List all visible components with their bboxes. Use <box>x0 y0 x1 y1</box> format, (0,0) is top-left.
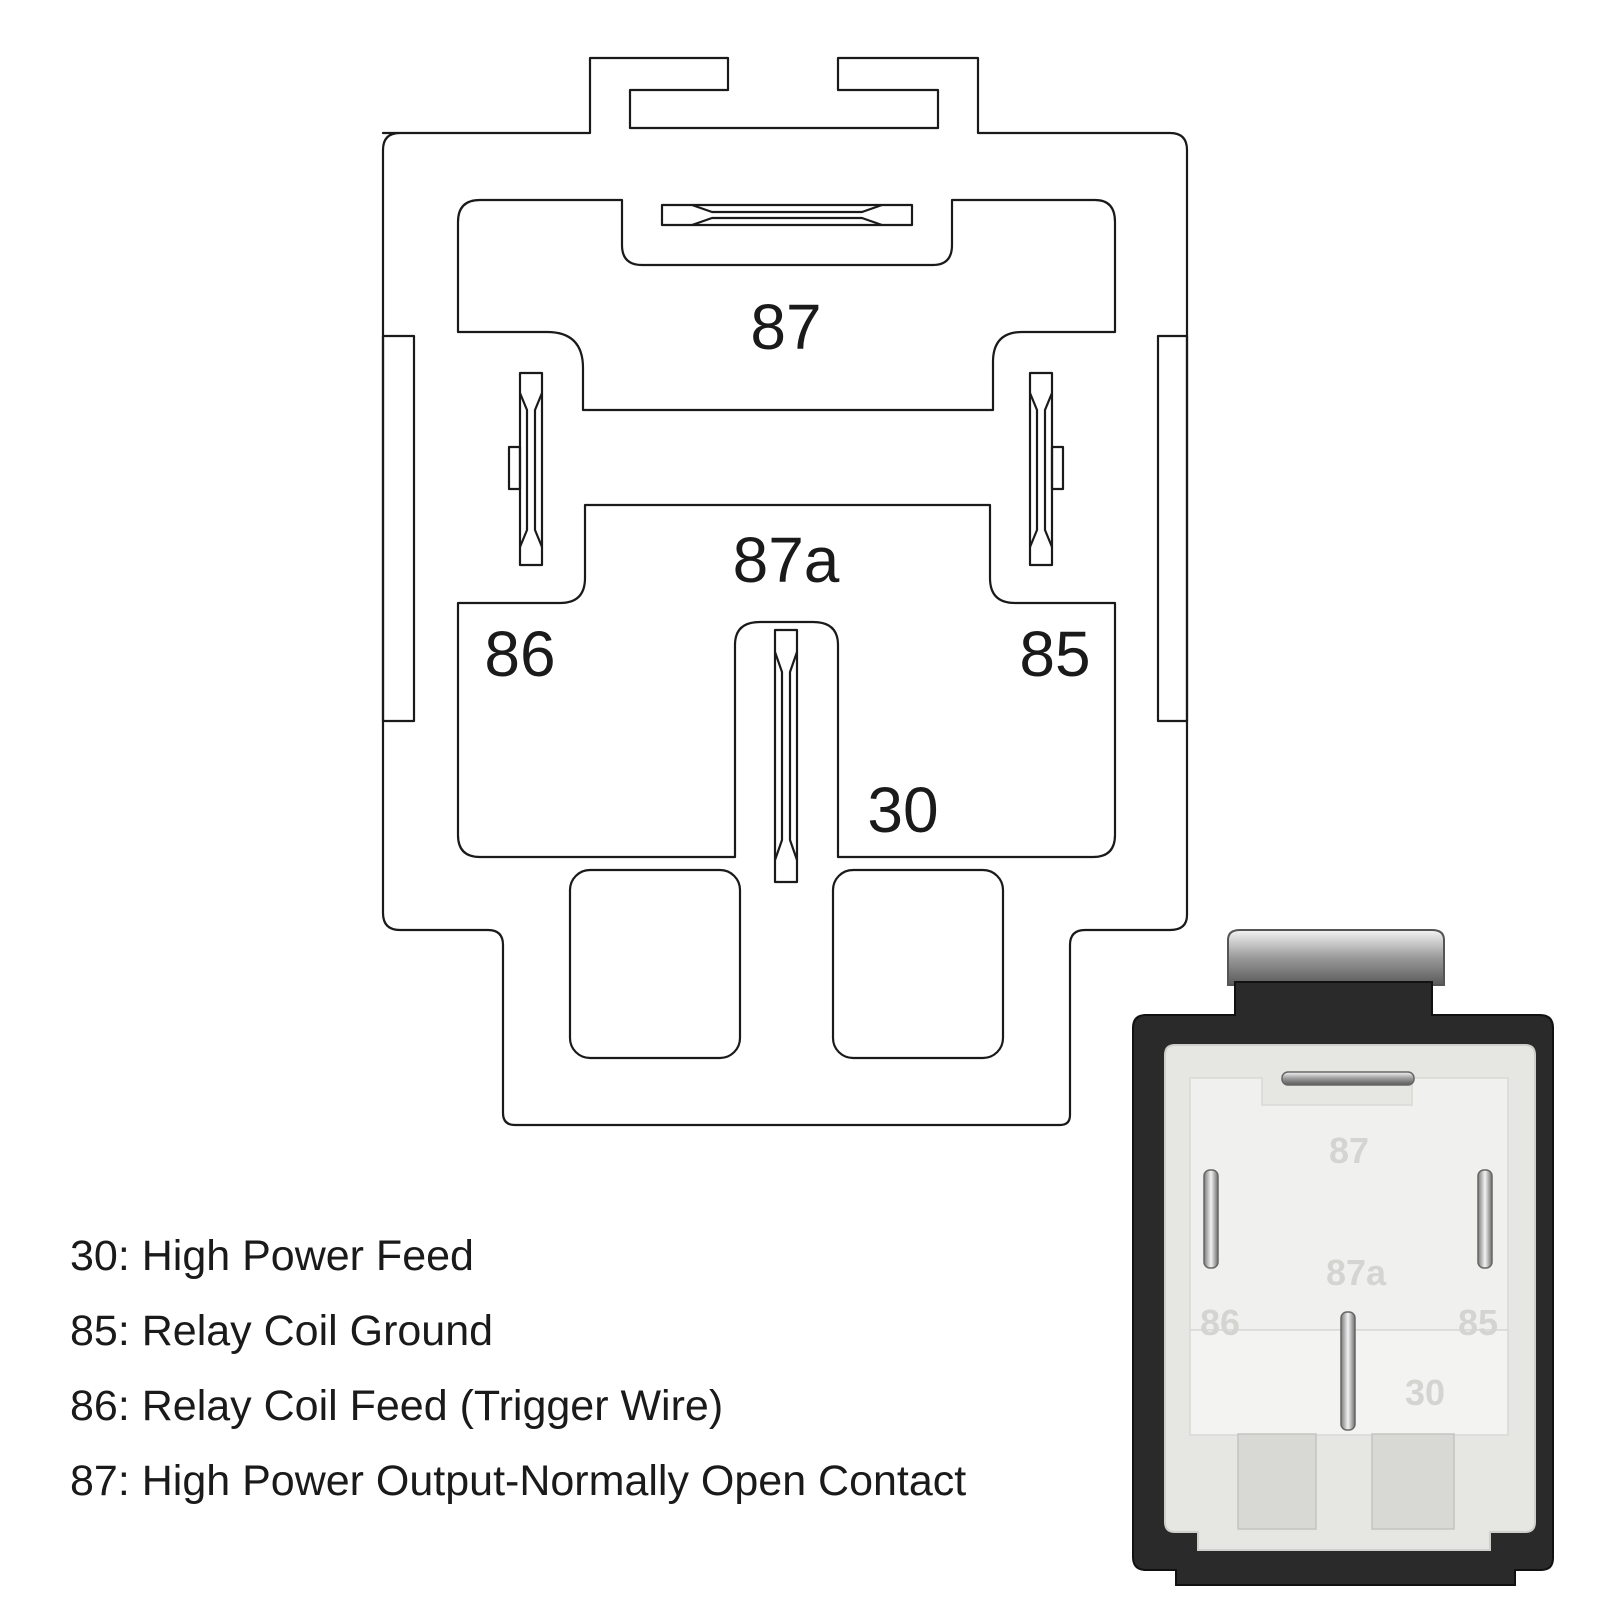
slot-left <box>507 371 544 567</box>
slot-right <box>1028 371 1065 567</box>
photo-label-85: 85 <box>1458 1302 1498 1343</box>
pin-legend: 30: High Power Feed 85: Relay Coil Groun… <box>70 1230 966 1530</box>
photo-label-87: 87 <box>1329 1130 1369 1171</box>
left-rail <box>381 334 416 723</box>
legend-item-86: 86: Relay Coil Feed (Trigger Wire) <box>70 1382 724 1430</box>
terminal-30 <box>1340 1311 1356 1431</box>
bottom-opening-right <box>831 868 1005 1060</box>
photo-opening-left <box>1237 1433 1317 1530</box>
legend-item-30: 30: High Power Feed <box>70 1232 474 1280</box>
photo-label-86: 86 <box>1200 1302 1240 1343</box>
terminal-86 <box>1203 1169 1219 1269</box>
right-rail <box>1156 334 1189 723</box>
slot-top <box>660 203 914 227</box>
legend-item-85: 85: Relay Coil Ground <box>70 1307 494 1355</box>
bottom-opening-left <box>568 868 742 1060</box>
pocket-87 <box>456 198 1117 412</box>
photo-label-87a: 87a <box>1326 1252 1387 1293</box>
pin-label-86: 86 <box>484 618 555 690</box>
photo-opening-right <box>1371 1433 1455 1530</box>
photo-label-30: 30 <box>1405 1372 1445 1413</box>
legend-item-87: 87: High Power Output-Normally Open Cont… <box>70 1457 967 1505</box>
mounting-bracket <box>1227 929 1445 986</box>
terminal-87 <box>1281 1071 1415 1086</box>
terminal-85 <box>1477 1169 1493 1269</box>
slot-30 <box>773 628 799 884</box>
socket-outline <box>381 56 1189 1127</box>
pocket-87a <box>456 503 1117 859</box>
pin-label-87: 87 <box>750 291 821 363</box>
pin-label-30: 30 <box>867 774 938 846</box>
pin-label-85: 85 <box>1019 618 1090 690</box>
pin-label-87a: 87a <box>733 524 840 596</box>
